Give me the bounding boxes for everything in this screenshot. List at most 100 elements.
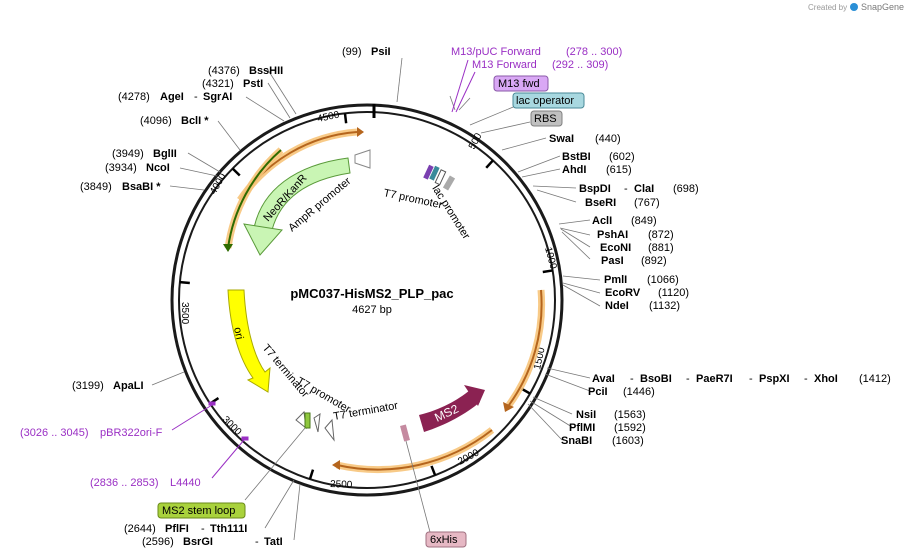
site-ecoRV: EcoRV [605, 287, 641, 299]
plasmid-name: pMC037-HisMS2_PLP_pac [290, 286, 453, 301]
site-swaI: SwaI [549, 133, 574, 145]
site-bspDI-num: (698) [673, 183, 699, 195]
primer-m13fwd-range: (292 .. 309) [552, 59, 608, 71]
site-sgrAI: SgrAI [203, 91, 232, 103]
primer-m13puc-range: (278 .. 300) [566, 46, 622, 58]
tick-label-3500: 3500 [179, 302, 190, 325]
site-ncoI-num: (3934) [105, 162, 137, 174]
site-ecoNI: EcoNI [600, 242, 631, 254]
box-his-label: 6xHis [430, 534, 458, 546]
primer-m13fwd-name: M13 Forward [472, 59, 537, 71]
site-bseRI: BseRI [585, 197, 616, 209]
tick-4500 [343, 113, 348, 124]
arrow-neo-outer [357, 127, 364, 137]
site-pflFI: PflFI [165, 523, 189, 535]
tick-label-4500: 4500 [316, 109, 340, 124]
ms2-feature [419, 390, 480, 432]
site-bsrGI-num: (2596) [142, 536, 174, 548]
site-bsabI-num: (3849) [80, 181, 112, 193]
site-snaBI-num: (1603) [612, 435, 644, 447]
plasmid-length: 4627 bp [352, 304, 392, 316]
small-feature-2 [313, 412, 321, 433]
credit-text: Created by [808, 3, 847, 12]
site-bsoBI: BsoBI [640, 373, 672, 385]
tick-2000 [430, 465, 437, 476]
site-pstI-num: (4321) [202, 78, 234, 90]
ms2-arrowhead [464, 385, 485, 406]
site-swaI-num: (440) [595, 133, 621, 145]
site-psiI-num: (99) [342, 46, 362, 58]
promoter-mark [434, 169, 447, 186]
site-avaI-num: (1412) [859, 373, 891, 385]
small-feature-3 [324, 418, 335, 442]
site-paeR7I: PaeR7I [696, 373, 733, 385]
site-pshAI-num: (872) [648, 229, 674, 241]
right-site-labels: SwaI (440) BstBI (602) AhdI (615) BspDI … [549, 133, 891, 447]
site-pmlI-num: (1066) [647, 274, 679, 286]
primer-pbr322-name: pBR322ori-F [100, 427, 163, 439]
site-bclI-num: (4096) [140, 115, 172, 127]
site-bsrGI-sep: - [255, 536, 259, 548]
leader-lines [151, 57, 601, 541]
primer-labels: M13/pUC Forward (278 .. 300) M13 Forward… [20, 46, 622, 489]
box-m13fwd-label: M13 fwd [498, 78, 540, 90]
left-site-labels: (99) PsiI (4376) BssHII (4321) PstI (427… [72, 46, 391, 548]
site-ecoRV-num: (1120) [658, 287, 689, 299]
site-aclI-num: (849) [631, 215, 657, 227]
site-pstI: PstI [243, 78, 263, 90]
site-aclI: AclI [592, 215, 612, 227]
box-rbs [530, 110, 563, 127]
site-ahdI: AhdI [562, 164, 586, 176]
snapgene-logo-icon [850, 3, 858, 11]
site-pflMI-num: (1592) [614, 422, 646, 434]
box-rbs-label: RBS [534, 113, 557, 125]
site-ncoI: NcoI [146, 162, 170, 174]
site-tatI: TatI [264, 536, 283, 548]
primer-l4440-range: (2836 .. 2853) [90, 477, 159, 489]
lac-promoter-label: lac promoter [429, 183, 472, 241]
site-pciI-num: (1446) [623, 386, 655, 398]
his-tag-mark [400, 424, 410, 442]
site-nsiI: NsiI [576, 409, 596, 421]
lac-operator-mark [429, 165, 440, 181]
site-ageI-sep: - [194, 91, 198, 103]
neo-kanr-feature [253, 157, 351, 231]
primer-pbr322-range: (3026 .. 3045) [20, 427, 89, 439]
arrow-cds-bottom [332, 460, 340, 470]
tick-3500 [179, 280, 190, 285]
site-pspXI: PspXI [759, 373, 790, 385]
site-psiI: PsiI [371, 46, 391, 58]
box-stem-loop-label: MS2 stem loop [162, 505, 235, 517]
site-bsshII: BssHII [249, 65, 283, 77]
site-pmlI: PmlI [604, 274, 627, 286]
ori-feature [227, 289, 271, 393]
box-m13fwd [493, 75, 549, 92]
site-avaI: AvaI [592, 373, 615, 385]
site-bspDI: BspDI [579, 183, 611, 195]
site-bstBI-num: (602) [609, 151, 635, 163]
primer-m13puc-name: M13/pUC Forward [451, 46, 541, 58]
arc-cds-bottom [336, 429, 493, 471]
site-ageI: AgeI [160, 91, 184, 103]
site-bsabI: BsaBI * [122, 181, 161, 193]
site-xhoI: XhoI [814, 373, 838, 385]
site-avaI-sep1: - [630, 373, 634, 385]
box-stem-loop [157, 502, 246, 519]
site-bspDI-sep: - [624, 183, 628, 195]
site-bglII-num: (3949) [112, 148, 144, 160]
site-tth111I: Tth111I [210, 523, 247, 535]
site-avaI-sep4: - [804, 373, 808, 385]
site-bstBI: BstBI [562, 151, 591, 163]
tick-label-3000: 3000 [220, 414, 244, 438]
backbone-outer [170, 103, 564, 497]
primer-l4440-name: L4440 [170, 477, 201, 489]
tick-label-2500: 2500 [330, 479, 353, 491]
arrow-ampr [223, 244, 233, 252]
box-his [425, 531, 467, 548]
site-bsshII-num: (4376) [208, 65, 240, 77]
tick-2500 [308, 469, 315, 480]
credit-brand: SnapGene [861, 2, 904, 12]
tick-500 [485, 159, 494, 169]
site-bseRI-num: (767) [634, 197, 660, 209]
